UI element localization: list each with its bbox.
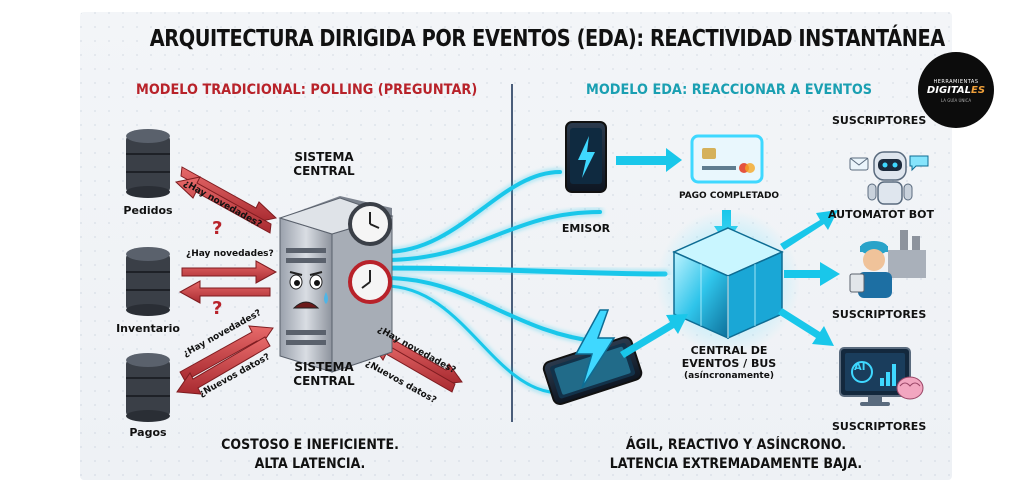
bus-label-line-3: (asíncronamente) — [684, 371, 774, 381]
event-bus-cube-icon — [672, 227, 784, 340]
arrow-bus-to-ai — [778, 308, 834, 346]
central-system-label-top: SISTEMA CENTRAL — [286, 150, 362, 178]
database-inventario-icon — [126, 247, 170, 316]
page-title: ARQUITECTURA DIRIGIDA POR EVENTOS (EDA):… — [149, 26, 945, 52]
left-footer-line-2: ALTA LATENCIA. — [254, 456, 366, 472]
question-mark-1: ? — [212, 218, 223, 239]
logo-line-3: LA GUÍA ÚNICA — [940, 98, 972, 103]
left-footer-line-1: COSTOSO E INEFICIENTE. — [221, 437, 399, 453]
database-label-inventario: Inventario — [116, 322, 180, 335]
database-pagos-icon — [126, 353, 170, 422]
event-flow-lines — [381, 168, 669, 395]
question-mark-2: ? — [212, 298, 223, 319]
logo-line-2: DIGITALES — [918, 85, 994, 96]
phone-to-bus-arrow — [620, 314, 688, 358]
factory-worker-icon — [849, 230, 926, 298]
arrow-central-to-inventario — [178, 280, 271, 304]
logo-word-digital: DIGITAL — [926, 85, 972, 96]
event-bus-label: CENTRAL DE EVENTOS / BUS (asíncronamente… — [674, 344, 784, 383]
polling-arrows — [174, 166, 463, 395]
clock-icon-top — [348, 202, 392, 246]
clock-icon-bottom — [348, 260, 392, 304]
arrow-inventario-to-central — [181, 260, 278, 284]
arrow-label-ask-2: ¿Hay novedades? — [186, 249, 274, 259]
brand-logo-badge: HERRAMIENTAS DIGITALES LA GUÍA ÚNICA — [918, 52, 994, 128]
central-bottom-line-1: SISTEMA — [294, 360, 354, 374]
credit-card-icon — [690, 134, 764, 184]
central-bottom-line-2: CENTRAL — [293, 374, 355, 388]
central-system-label-bottom: SISTEMA CENTRAL — [286, 360, 362, 388]
automation-bot-icon — [849, 151, 929, 205]
diagram-scene — [126, 84, 929, 422]
arrow-bus-to-worker — [784, 262, 840, 286]
left-footer: COSTOSO E INEFICIENTE. ALTA LATENCIA. — [193, 436, 427, 474]
bus-label-line-1: CENTRAL DE — [690, 344, 768, 357]
database-label-pagos: Pagos — [129, 426, 167, 439]
bot-label: AUTOMATOT BOT — [828, 208, 934, 221]
diagram-canvas: ARQUITECTURA DIRIGIDA POR EVENTOS (EDA):… — [80, 12, 952, 480]
database-pedidos-icon — [126, 129, 170, 198]
right-footer-line-2: LATENCIA EXTREMADAMENTE BAJA. — [609, 456, 863, 472]
emitter-tablet-icon — [565, 121, 607, 193]
bus-label-line-2: EVENTOS / BUS — [681, 357, 777, 370]
subscribers-header: SUSCRIPTORES — [832, 114, 927, 127]
arrow-pagos-to-central — [179, 325, 274, 382]
emitter-label: EMISOR — [561, 222, 611, 235]
left-panel-header: MODELO TRADICIONAL: POLLING (PREGUNTAR) — [136, 82, 478, 98]
logo-line-1: HERRAMIENTAS — [933, 79, 979, 85]
right-footer: ÁGIL, REACTIVO Y ASÍNCRONO. LATENCIA EXT… — [601, 436, 871, 474]
arrow-bus-to-bot — [780, 210, 838, 250]
database-label-pedidos: Pedidos — [123, 204, 173, 217]
arrow-central-to-pedidos — [174, 176, 272, 234]
lightning-icon — [574, 309, 616, 389]
subscriber-label-2: SUSCRIPTORES — [832, 308, 927, 321]
arrow-central-to-pagos — [176, 336, 271, 395]
logo-word-es: ES — [971, 85, 986, 96]
subscriber-label-3: SUSCRIPTORES — [832, 420, 927, 433]
central-top-line-2: CENTRAL — [293, 164, 355, 178]
right-panel-header: MODELO EDA: REACCIONAR A EVENTOS — [586, 82, 873, 98]
right-footer-line-1: ÁGIL, REACTIVO Y ASÍNCRONO. — [625, 437, 847, 453]
central-top-line-1: SISTEMA — [294, 150, 354, 164]
bus-to-subscriber-arrows — [778, 210, 840, 346]
ai-monitor-icon — [839, 347, 924, 406]
event-label: PAGO COMPLETADO — [678, 191, 780, 201]
emitter-to-event-arrow — [616, 148, 682, 172]
ai-badge: AI — [854, 362, 866, 373]
